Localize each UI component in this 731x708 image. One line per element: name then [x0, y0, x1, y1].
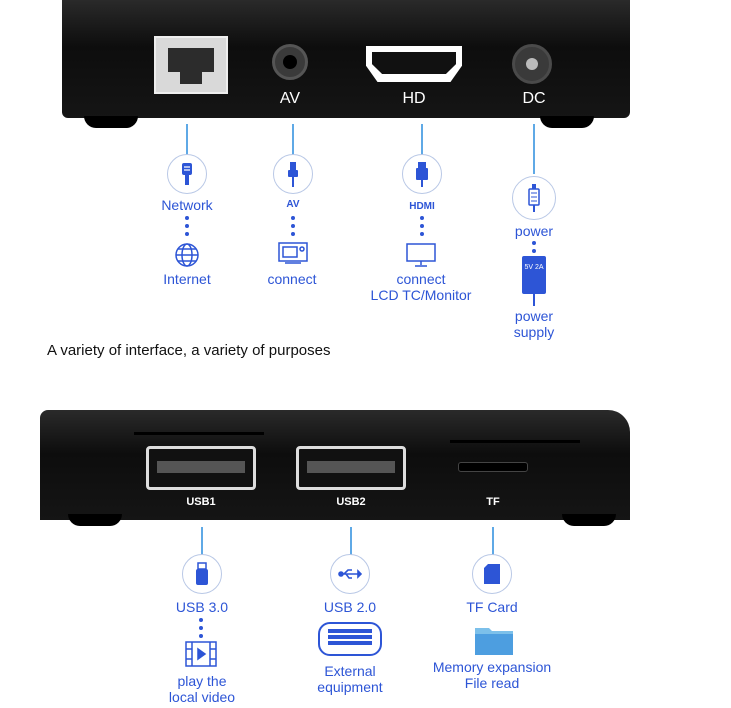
av-label: AV — [286, 199, 300, 210]
power-supply-label-1: power — [514, 308, 554, 324]
hdmi-monitor-label: LCD TC/Monitor — [370, 287, 472, 303]
hdmi-port — [366, 46, 462, 82]
tagline: A variety of interface, a variety of pur… — [47, 342, 331, 359]
connector-line — [292, 124, 294, 156]
dc-port-label: DC — [522, 90, 546, 107]
dotted-connector — [185, 216, 189, 240]
memory-expansion-label: Memory expansion — [432, 659, 552, 675]
top-device-foot-left — [84, 116, 138, 128]
external-label-2: equipment — [317, 679, 383, 695]
power-label: power — [514, 223, 554, 239]
power-plug-icon — [512, 176, 556, 220]
vent-slot — [134, 432, 264, 435]
bottom-device-foot-right — [562, 514, 616, 526]
network-label: Network — [161, 197, 213, 213]
file-read-label: File read — [464, 675, 520, 691]
connector-line — [186, 124, 188, 156]
folder-icon — [474, 624, 514, 656]
hdmi-plug-icon — [402, 154, 442, 194]
av-port-label: AV — [279, 90, 301, 107]
usb2-port — [296, 446, 406, 490]
network-cable-icon — [167, 154, 207, 194]
hdmi-label: HDMI — [409, 201, 435, 212]
connector-line — [533, 124, 535, 174]
av-plug-icon — [273, 154, 313, 194]
power-adapter-badge: 5V 2A — [524, 264, 544, 271]
vent-slot — [450, 440, 580, 443]
dotted-connector — [420, 216, 424, 240]
av-connect-label: connect — [267, 271, 317, 287]
connector-line — [350, 527, 352, 555]
hdmi-connect-label: connect — [396, 271, 446, 287]
dc-port — [512, 44, 552, 84]
keyboard-remote-icon — [318, 622, 382, 656]
usb-stick-icon — [182, 554, 222, 594]
tf-card-label: TF Card — [466, 599, 518, 615]
external-label-1: External — [324, 663, 376, 679]
play-video-label-2: local video — [168, 689, 236, 705]
globe-icon — [174, 242, 200, 268]
sd-card-icon — [472, 554, 512, 594]
connector-line — [201, 527, 203, 555]
hd-port-label: HD — [402, 90, 426, 107]
top-device-foot-right — [540, 116, 594, 128]
dotted-connector — [199, 618, 203, 642]
connector-line — [421, 124, 423, 156]
adapter-cable — [533, 294, 535, 306]
usb1-port — [146, 446, 256, 490]
av-port — [272, 44, 308, 80]
connector-line — [492, 527, 494, 555]
usb-symbol-icon — [330, 554, 370, 594]
play-video-label-1: play the — [177, 673, 227, 689]
power-adapter-icon: 5V 2A — [522, 256, 546, 294]
monitor-icon — [405, 242, 437, 268]
dotted-connector — [532, 241, 536, 257]
usb20-label: USB 2.0 — [323, 599, 377, 615]
video-icon — [184, 640, 218, 668]
internet-label: Internet — [163, 271, 211, 287]
usb2-port-label: USB2 — [336, 496, 366, 508]
bottom-device-foot-left — [68, 514, 122, 526]
usb1-port-label: USB1 — [186, 496, 216, 508]
dotted-connector — [291, 216, 295, 240]
tv-icon — [277, 240, 309, 266]
ethernet-port — [154, 36, 228, 94]
power-supply-label-2: supply — [513, 324, 555, 340]
usb30-label: USB 3.0 — [175, 599, 229, 615]
tf-port-label: TF — [486, 496, 500, 508]
tf-slot — [458, 462, 528, 472]
